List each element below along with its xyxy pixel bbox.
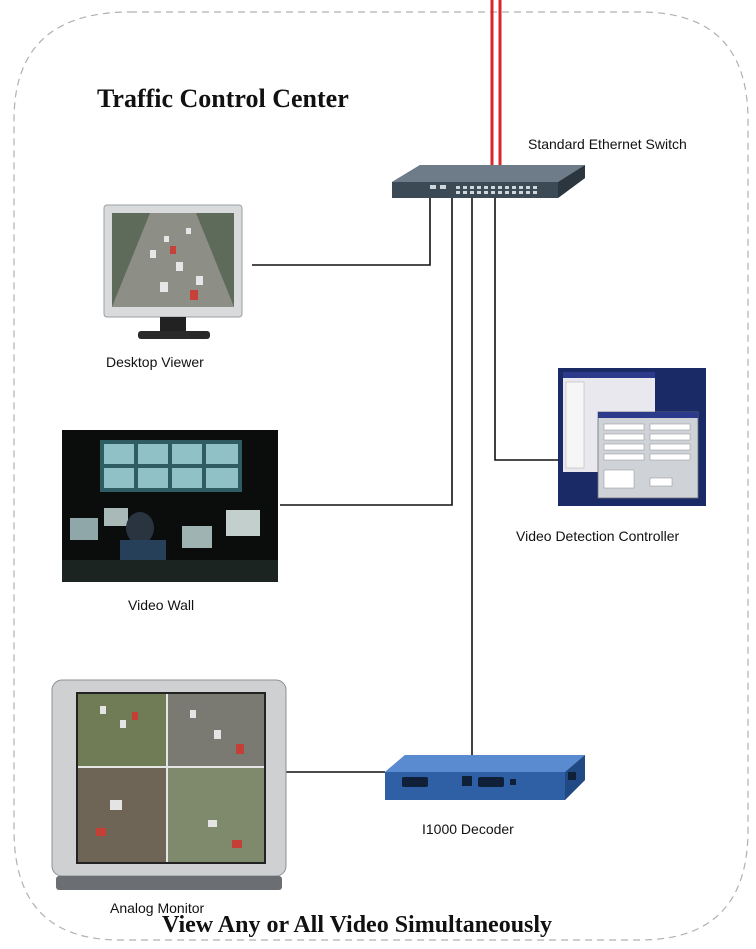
diagram-title: Traffic Control Center — [97, 84, 349, 113]
decoder-label: I1000 Decoder — [422, 821, 514, 837]
video-wall-label: Video Wall — [128, 597, 195, 613]
video-detection-controller-icon — [558, 368, 706, 506]
link-desktop — [252, 195, 431, 266]
analog-monitor-label: Analog Monitor — [110, 900, 205, 916]
desktop-viewer-label: Desktop Viewer — [106, 354, 204, 370]
link-video-wall — [280, 195, 453, 506]
video-wall-icon — [62, 430, 278, 582]
analog-monitor-icon — [51, 679, 287, 890]
switch-label: Standard Ethernet Switch — [528, 136, 687, 152]
controller-label: Video Detection Controller — [516, 528, 680, 544]
ethernet-switch-icon — [392, 165, 585, 198]
decoder-icon — [385, 755, 585, 800]
desktop-viewer-icon — [103, 204, 243, 339]
footer-caption: View Any or All Video Simultaneously — [162, 912, 553, 938]
link-controller — [494, 195, 558, 461]
connector-lines — [252, 195, 558, 773]
center-boundary — [13, 11, 749, 941]
uplink-cable — [490, 0, 502, 168]
